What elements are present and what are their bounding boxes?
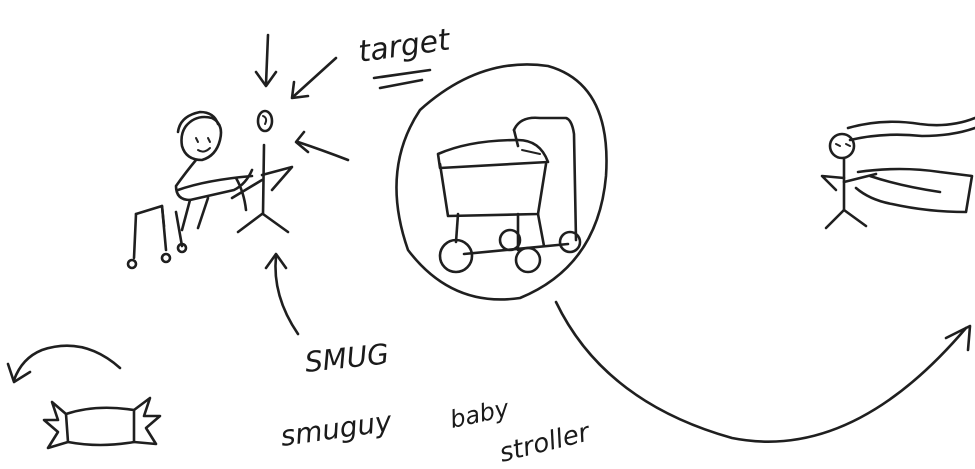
candy-sketch — [6, 344, 162, 450]
small-stroller — [126, 204, 188, 270]
smug-label: SMUG — [303, 337, 390, 379]
target-underline — [372, 68, 432, 90]
stroller-label: stroller — [496, 417, 594, 469]
stroller-circle — [395, 63, 608, 301]
baby-label: baby — [447, 394, 512, 434]
transition-arrow — [554, 300, 972, 443]
baby-stroller-drawing — [436, 116, 582, 274]
target-stick-figure — [230, 109, 294, 234]
target-label: target — [356, 22, 453, 70]
smug-guy-figure — [174, 110, 254, 232]
flag — [846, 116, 975, 214]
target-arrows — [254, 33, 350, 162]
smuguy-label: smuguy — [278, 405, 394, 453]
right-stick-figure — [820, 132, 878, 230]
smug-arrow — [264, 252, 300, 336]
